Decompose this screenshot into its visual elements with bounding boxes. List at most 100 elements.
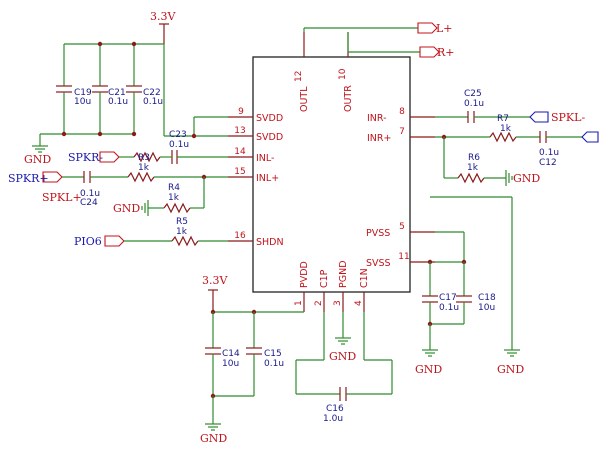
gnd-label-pvdd: GND bbox=[200, 432, 227, 445]
gnd-symbol-top-left bbox=[32, 145, 48, 153]
c17-ref: C17 bbox=[439, 293, 457, 303]
pin-number-3: 3 bbox=[333, 300, 343, 306]
c21-value: 0.1u bbox=[108, 97, 128, 107]
pin-number-10: 10 bbox=[338, 68, 348, 80]
pin-label-inl-plus: INL+ bbox=[256, 173, 279, 184]
gnd-label-c17-c18: GND bbox=[415, 363, 442, 376]
resistor-r4-series bbox=[127, 171, 155, 183]
c12-ref: C12 bbox=[539, 158, 557, 168]
pin-label-pgnd: PGND bbox=[338, 260, 349, 288]
gnd-label-pgnd: GND bbox=[329, 350, 356, 363]
c24-ref: C24 bbox=[80, 198, 98, 208]
pin-number-8: 8 bbox=[399, 107, 405, 117]
pin-number-13: 13 bbox=[234, 126, 245, 136]
r3-value: 1k bbox=[138, 163, 150, 173]
r6-ref: R6 bbox=[468, 153, 480, 163]
port-flag-spkr-minus-right bbox=[581, 131, 599, 143]
r4-ref: R4 bbox=[168, 183, 180, 193]
gnd-label-r6: GND bbox=[513, 172, 540, 185]
gnd-label-r4: GND bbox=[113, 202, 140, 215]
pin-label-inl-minus: INL- bbox=[256, 153, 274, 164]
r5-ref: R5 bbox=[176, 217, 188, 227]
c22-ref: C22 bbox=[143, 88, 161, 98]
r7-value: 1k bbox=[500, 124, 512, 134]
port-flag-l-plus bbox=[417, 22, 438, 34]
pin-number-14: 14 bbox=[234, 147, 246, 157]
r6-value: 1k bbox=[467, 163, 479, 173]
port-label-pio6: PIO6 bbox=[74, 235, 102, 248]
pin-number-7: 7 bbox=[399, 127, 405, 137]
c24-value: 0.1u bbox=[80, 189, 100, 199]
amplifier-ic-body bbox=[252, 56, 411, 293]
c15-ref: C15 bbox=[264, 349, 282, 359]
port-label-spkr-plus: SPKR+ bbox=[8, 172, 49, 185]
supply-label-3v3-top: 3.3V bbox=[150, 10, 176, 23]
c12-value: 0.1u bbox=[539, 148, 559, 158]
pin-number-11: 11 bbox=[398, 252, 409, 262]
c25-value: 0.1u bbox=[464, 99, 484, 109]
gnd-symbol-c17-c18 bbox=[422, 349, 438, 357]
c16-ref: C16 bbox=[326, 404, 344, 414]
c25-ref: C25 bbox=[464, 89, 482, 99]
pin-label-c1n: C1N bbox=[359, 268, 370, 288]
port-label-r-plus: R+ bbox=[437, 46, 455, 59]
gnd-label-right: GND bbox=[497, 363, 524, 376]
pin-label-inr-minus: INR- bbox=[367, 113, 387, 124]
c23-value: 0.1u bbox=[169, 140, 189, 150]
port-label-spkl-plus: SPKL+ bbox=[42, 191, 82, 204]
c17-value: 0.1u bbox=[439, 303, 459, 313]
pin-label-svss: SVSS bbox=[366, 258, 391, 269]
c22-value: 0.1u bbox=[143, 97, 163, 107]
pin-number-12: 12 bbox=[294, 71, 304, 82]
pin-label-inr-plus: INR+ bbox=[367, 133, 391, 144]
gnd-symbol-r6 bbox=[505, 170, 513, 186]
pin-label-outr: OUTR bbox=[343, 85, 354, 112]
gnd-symbol-r4 bbox=[141, 200, 149, 216]
port-label-l-plus: L+ bbox=[436, 22, 453, 35]
resistor-r3 bbox=[133, 151, 161, 163]
c18-value: 10u bbox=[478, 303, 495, 313]
resistor-r7 bbox=[489, 131, 517, 143]
pin-label-outl: OUTL bbox=[299, 86, 310, 112]
pin-number-15: 15 bbox=[234, 167, 245, 177]
pin-number-9: 9 bbox=[238, 107, 244, 117]
port-flag-spkr-plus bbox=[42, 171, 63, 183]
port-flag-r-plus bbox=[419, 46, 440, 58]
resistor-r5 bbox=[171, 235, 199, 247]
c15-value: 0.1u bbox=[264, 359, 284, 369]
pin-label-shdn: SHDN bbox=[256, 237, 284, 248]
pin-number-1: 1 bbox=[294, 300, 304, 306]
port-flag-spkl-minus bbox=[529, 111, 549, 123]
pin-number-4: 4 bbox=[354, 300, 364, 306]
gnd-symbol-pvdd bbox=[205, 423, 221, 431]
r7-ref: R7 bbox=[497, 114, 509, 124]
port-label-spkr-minus: SPKR- bbox=[68, 151, 103, 164]
pin-number-5: 5 bbox=[399, 222, 405, 232]
gnd-label-top-left: GND bbox=[24, 153, 51, 166]
c19-ref: C19 bbox=[74, 88, 92, 98]
r4-value: 1k bbox=[168, 193, 180, 203]
pin-number-16: 16 bbox=[234, 231, 246, 241]
gnd-symbol-pgnd bbox=[335, 337, 351, 345]
pin-label-pvdd: PVDD bbox=[299, 261, 310, 288]
pin-label-svdd-9: SVDD bbox=[256, 113, 283, 124]
r5-value: 1k bbox=[176, 227, 188, 237]
c18-ref: C18 bbox=[478, 293, 496, 303]
r3-ref: R3 bbox=[138, 153, 150, 163]
c19-value: 10u bbox=[74, 97, 91, 107]
supply-label-3v3-bottom: 3.3V bbox=[202, 274, 228, 287]
c14-value: 10u bbox=[222, 359, 239, 369]
c16-value: 1.0u bbox=[323, 414, 343, 424]
pin-label-svdd-13: SVDD bbox=[256, 132, 283, 143]
pin-label-pvss: PVSS bbox=[366, 228, 390, 239]
gnd-symbol-right bbox=[504, 349, 520, 357]
port-flag-spkr-minus bbox=[99, 151, 120, 163]
port-flag-pio6 bbox=[104, 235, 125, 247]
resistor-r4 bbox=[163, 202, 191, 214]
pin-number-2: 2 bbox=[314, 300, 324, 306]
resistor-r6 bbox=[457, 172, 485, 184]
port-label-spkl-minus: SPKL- bbox=[551, 111, 585, 124]
pin-label-c1p: C1P bbox=[319, 269, 330, 288]
c14-ref: C14 bbox=[222, 349, 240, 359]
